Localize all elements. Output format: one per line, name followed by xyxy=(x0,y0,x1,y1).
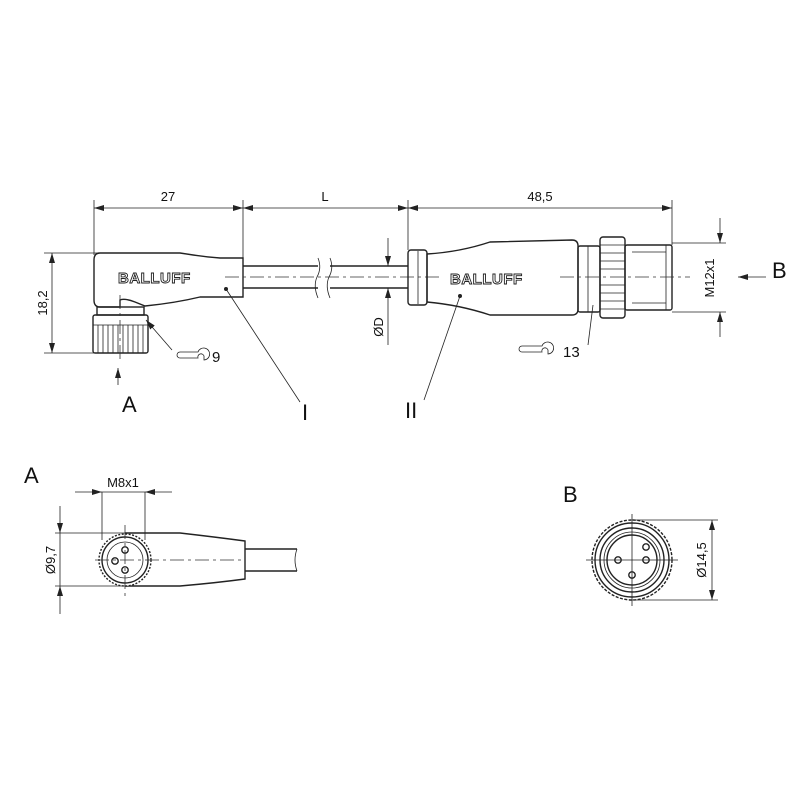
view-b: B Ø14,5 xyxy=(563,482,718,606)
dim-thread-right: M12x1 xyxy=(702,258,717,297)
view-a-label: A xyxy=(24,463,39,488)
dim-diameter-a: Ø9,7 xyxy=(43,546,58,574)
part-label-ii: II xyxy=(405,398,417,423)
brand-logo-right: BALLUFF xyxy=(450,271,523,288)
dim-diameter-b: Ø14,5 xyxy=(694,542,709,577)
dim-cable-diameter: ØD xyxy=(371,317,386,337)
cable: ØD xyxy=(225,238,440,345)
wrench-icon xyxy=(176,347,210,361)
view-arrow-a-label: A xyxy=(122,392,137,417)
wrench-size-right: 13 xyxy=(563,344,580,361)
dim-right-length: 48,5 xyxy=(527,189,552,204)
brand-logo-left: BALLUFF xyxy=(118,270,191,287)
view-b-label: B xyxy=(563,482,578,507)
left-angled-connector: 18,2 BALLUFF A 9 I xyxy=(35,252,308,425)
wrench-icon xyxy=(518,341,554,355)
dim-cable-length: L xyxy=(321,189,328,204)
dim-left-length: 27 xyxy=(161,189,175,204)
view-a: A M8x1 Ø9,7 xyxy=(24,463,298,614)
dim-thread-a: M8x1 xyxy=(107,475,139,490)
top-dimension-chain: 27 L 48,5 xyxy=(93,189,673,262)
part-label-i: I xyxy=(302,400,308,425)
right-straight-connector: BALLUFF M12x1 B 13 II xyxy=(405,218,787,423)
dim-height: 18,2 xyxy=(35,290,50,315)
wrench-size-left: 9 xyxy=(212,349,220,366)
view-arrow-b-label: B xyxy=(772,258,787,283)
